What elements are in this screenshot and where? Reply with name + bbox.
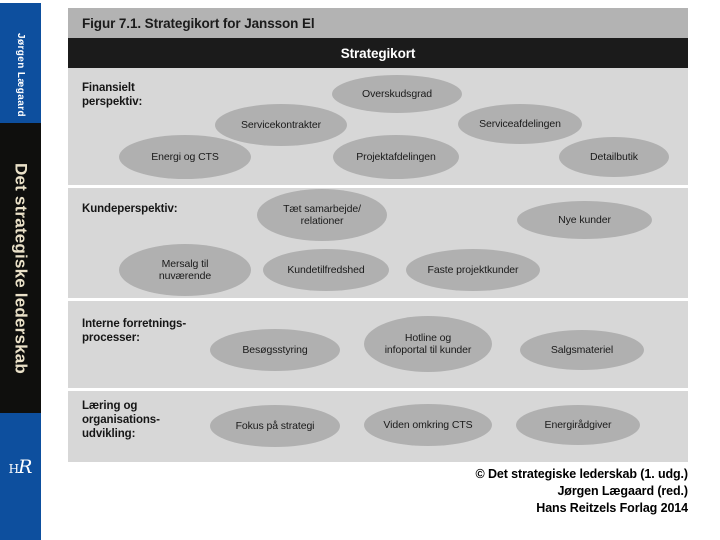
spine-book-title: Det strategiske lederskab [11, 162, 31, 374]
node-fokus-paa-strategi: Fokus på strategi [210, 405, 340, 447]
publisher-logo-icon: HR [0, 453, 41, 483]
row-label-laering: Læring og organisations- udvikling: [82, 400, 160, 440]
node-faste-projektkunder: Faste projektkunder [406, 249, 540, 291]
row-divider [68, 388, 688, 391]
credits-line-1: © Det strategiske lederskab (1. udg.) [475, 467, 688, 481]
node-besoegsstyring: Besøgsstyring [210, 329, 340, 371]
node-overskudsgrad: Overskudsgrad [332, 75, 462, 113]
figure-title-bar: Figur 7.1. Strategikort for Jansson El [68, 8, 688, 38]
node-serviceafdelingen: Serviceafdelingen [458, 104, 582, 144]
credits: © Det strategiske lederskab (1. udg.) Jø… [68, 466, 688, 517]
node-viden-omkring-cts: Viden omkring CTS [364, 404, 492, 446]
book-spine: Jørgen Lægaard Det strategiske lederskab… [0, 3, 41, 540]
figure-area: Figur 7.1. Strategikort for Jansson El S… [68, 8, 688, 462]
node-projektafdelingen: Projektafdelingen [333, 135, 459, 179]
strategy-map-panel: Finansielt perspektiv: Kundeperspektiv: … [68, 68, 688, 462]
node-energiraadgiver: Energirådgiver [516, 405, 640, 445]
credits-line-2: Jørgen Lægaard (red.) [557, 484, 688, 498]
node-energi-og-cts: Energi og CTS [119, 135, 251, 179]
spine-title-band: Det strategiske lederskab [0, 123, 41, 413]
logo-letter-h: H [8, 462, 20, 476]
node-taet-samarbejde: Tæt samarbejde/ relationer [257, 189, 387, 241]
node-nye-kunder: Nye kunder [517, 201, 652, 239]
node-servicekontrakter: Servicekontrakter [215, 104, 347, 146]
node-hotline-infoportal: Hotline og infoportal til kunder [364, 316, 492, 372]
node-salgsmateriel: Salgsmateriel [520, 330, 644, 370]
row-label-interne: Interne forretnings- processer: [82, 318, 187, 344]
node-kundetilfredshed: Kundetilfredshed [263, 249, 389, 291]
figure-header-bar: Strategikort [68, 38, 688, 68]
figure-header: Strategikort [340, 45, 416, 61]
node-mersalg: Mersalg til nuværende [119, 244, 251, 296]
credits-line-3: Hans Reitzels Forlag 2014 [536, 501, 688, 515]
figure-title: Figur 7.1. Strategikort for Jansson El [82, 15, 315, 31]
logo-letter-r: R [18, 456, 33, 478]
spine-author: Jørgen Lægaard [0, 25, 41, 125]
node-detailbutik: Detailbutik [559, 137, 669, 177]
row-divider [68, 298, 688, 301]
row-label-finansielt: Finansielt perspektiv: [82, 82, 143, 108]
spine-author-text: Jørgen Lægaard [15, 33, 26, 117]
row-divider [68, 185, 688, 188]
row-label-kunde: Kundeperspektiv: [82, 203, 178, 215]
